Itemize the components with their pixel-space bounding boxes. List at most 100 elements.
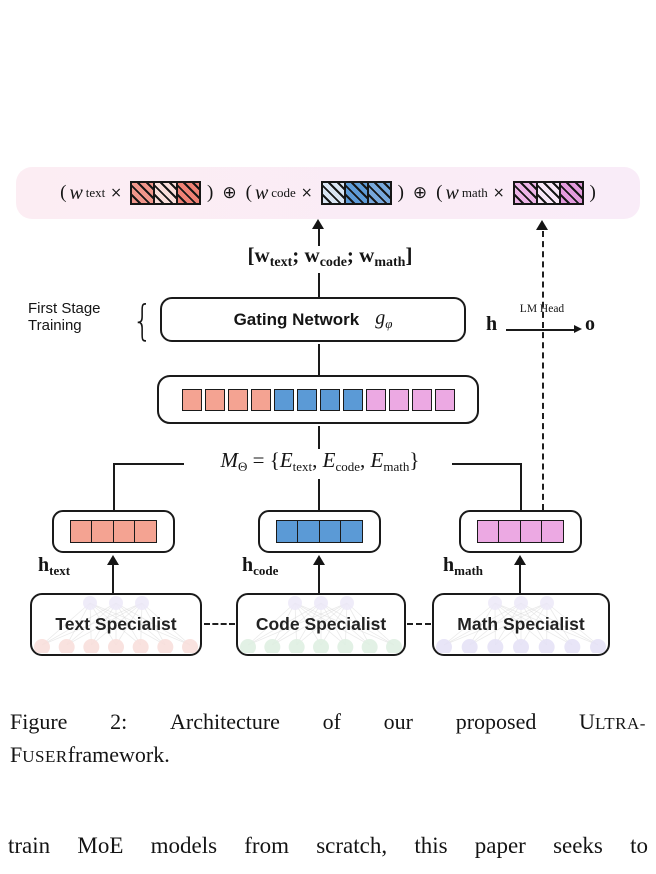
- expert-symbol: E: [370, 448, 384, 472]
- text-specialist-label: Text Specialist: [55, 614, 177, 634]
- theta-subscript: Θ: [238, 459, 248, 474]
- caption-word: our: [383, 709, 413, 734]
- h-text-label: htext: [38, 554, 71, 578]
- hatched-token-square: [320, 181, 346, 205]
- blue-token-square: [296, 388, 317, 411]
- w-text-subscript: text: [85, 185, 106, 200]
- salmon-token-square: [91, 520, 115, 543]
- pink-token-square: [519, 520, 543, 543]
- separator: ;: [292, 243, 300, 267]
- pink-token-square: [476, 520, 500, 543]
- paren: ): [397, 182, 404, 203]
- blue-token-square: [342, 388, 363, 411]
- output-symbol: o: [585, 313, 595, 335]
- hatched-token-square: [512, 181, 538, 205]
- caption-word: Figure: [10, 709, 68, 734]
- text-hidden-state-box: [52, 510, 175, 553]
- neural-net-decoration-icon: [240, 596, 402, 653]
- code-weighted-tokens: [320, 181, 392, 205]
- code-hidden-state-box: [258, 510, 381, 553]
- gating-network-title: Gating Network: [233, 309, 360, 329]
- caption-word: 2:: [110, 709, 128, 734]
- connector-line: [519, 564, 521, 593]
- first-stage-training-label: First Stage Training: [28, 300, 132, 334]
- concatenated-weights-label: [wtext; wcode; wmath]: [190, 243, 470, 271]
- caption-word-smallcaps: ULTRA-: [579, 709, 646, 734]
- blue-token-square: [319, 388, 340, 411]
- hatched-token-square: [130, 181, 156, 205]
- caption-word: of: [322, 709, 341, 734]
- paren: (: [436, 182, 443, 203]
- expert-symbol: E: [322, 448, 336, 472]
- hatched-token-square: [366, 181, 392, 205]
- body-word: paper: [474, 833, 526, 858]
- h-code-label: hcode: [242, 554, 279, 578]
- times-operator: ×: [492, 185, 505, 201]
- body-word: scratch,: [316, 833, 388, 858]
- oplus-operator: ⊕: [412, 183, 428, 203]
- connector-line: [318, 273, 320, 298]
- text-specialist-box: Text Specialist: [30, 593, 202, 656]
- math-specialist-box: Math Specialist: [432, 593, 610, 656]
- body-word: seeks: [553, 833, 603, 858]
- dashed-connector-line: [407, 623, 431, 625]
- up-arrow-icon: [513, 555, 526, 565]
- up-arrow-icon: [312, 555, 325, 565]
- caption-word: Architecture: [169, 709, 280, 734]
- sub-code: code: [319, 255, 347, 270]
- figure-caption: Figure 2: Architecture of our proposed U…: [10, 706, 646, 772]
- paren: (: [60, 182, 67, 203]
- connector-line: [452, 463, 522, 465]
- neural-net-decoration-icon: [436, 596, 606, 653]
- caption-line2: FUSERframework.: [10, 742, 170, 767]
- hatched-token-square: [343, 181, 369, 205]
- connector-line: [520, 463, 522, 511]
- math-weighted-tokens: [512, 181, 584, 205]
- hatched-token-square: [176, 181, 202, 205]
- body-word: MoE: [77, 833, 124, 858]
- lm-head-label: LM Head: [519, 303, 565, 315]
- body-word: models: [150, 833, 218, 858]
- sub-math: math: [374, 255, 406, 270]
- body-word: this: [414, 833, 448, 858]
- math-specialist-label: Math Specialist: [457, 614, 585, 634]
- code-specialist-label: Code Specialist: [255, 614, 387, 634]
- salmon-token-square: [69, 520, 93, 543]
- hatched-token-square: [535, 181, 561, 205]
- oplus-operator: ⊕: [222, 183, 237, 203]
- separator: ;: [346, 243, 354, 267]
- salmon-token-square: [227, 388, 248, 411]
- dashed-connector-line: [542, 231, 544, 510]
- salmon-token-square: [204, 388, 225, 411]
- w-bold: w: [254, 243, 270, 267]
- h-math-label: hmath: [443, 554, 484, 578]
- hatched-token-square: [153, 181, 179, 205]
- up-arrow-icon: [312, 219, 324, 229]
- caption-line1: Figure 2: Architecture of our proposed U…: [10, 706, 646, 739]
- paren: (: [245, 182, 252, 203]
- bracket: ]: [405, 243, 413, 267]
- left-brace: {: [132, 296, 153, 345]
- right-arrow-icon: [574, 325, 582, 333]
- gating-network-box: Gating Network gφ: [160, 297, 466, 342]
- salmon-token-square: [112, 520, 136, 543]
- sub-text: text: [269, 255, 293, 270]
- blue-token-square: [340, 520, 364, 543]
- body-text-line: train MoE models from scratch, this pape…: [8, 833, 648, 859]
- expert-set-formula: MΘ = {Etext, Ecode, Emath}: [140, 448, 500, 475]
- blue-token-square: [275, 520, 299, 543]
- neural-net-decoration-icon: [34, 596, 198, 653]
- w-math-subscript: math: [461, 185, 488, 200]
- equals: = {: [247, 448, 280, 472]
- dashed-up-arrow-icon: [536, 220, 548, 230]
- body-word: to: [630, 833, 648, 858]
- pink-token-square: [434, 388, 455, 411]
- caption-word: proposed: [455, 709, 537, 734]
- bracket: [: [247, 243, 255, 267]
- times-operator: ×: [110, 185, 123, 201]
- connector-line: [114, 463, 184, 465]
- hidden-state-symbol: h: [486, 313, 498, 335]
- pink-token-square: [411, 388, 432, 411]
